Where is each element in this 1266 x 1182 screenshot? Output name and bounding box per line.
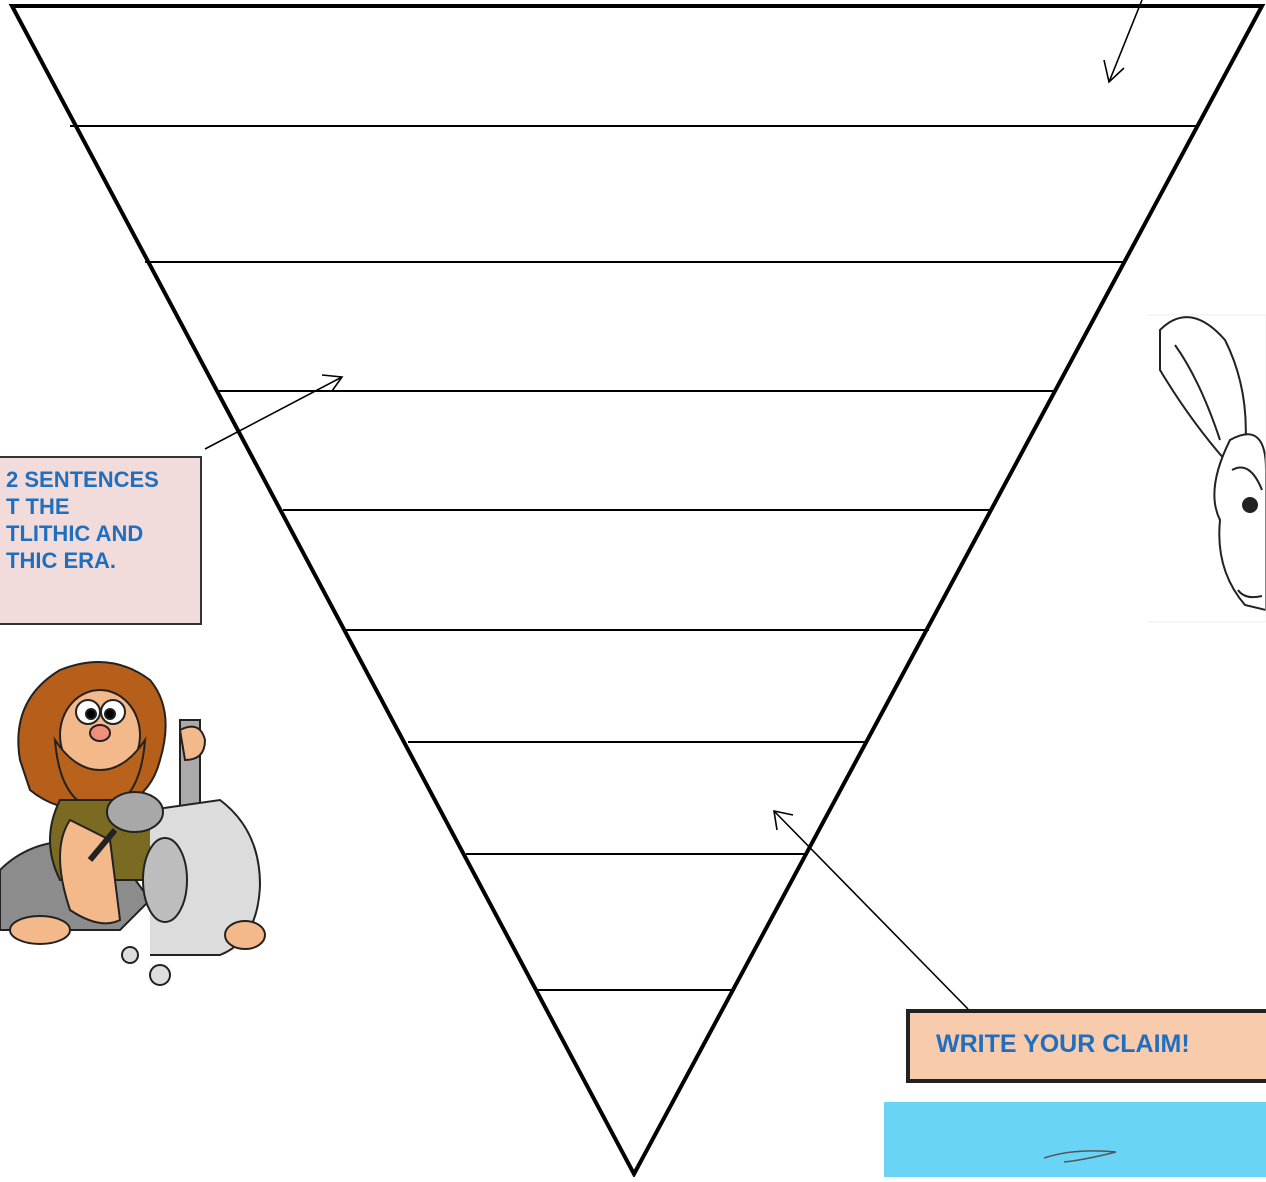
left-note-line: 2 SENTENCES bbox=[6, 467, 159, 492]
arrow-icon bbox=[773, 809, 969, 1010]
claim-instruction-box: WRITE YOUR CLAIM! bbox=[906, 1009, 1266, 1083]
writing-lines bbox=[70, 125, 1198, 991]
squiggle-mark bbox=[1043, 1150, 1117, 1163]
left-instruction-box: 2 SENTENCES T THE TLITHIC AND THIC ERA. bbox=[0, 456, 202, 625]
triangle-outline bbox=[8, 3, 1266, 1177]
left-note-line: T THE bbox=[6, 494, 70, 519]
left-note-line: TLITHIC AND bbox=[6, 521, 144, 546]
blue-panel bbox=[884, 1102, 1266, 1177]
arrow-icon bbox=[204, 374, 344, 450]
claim-label: WRITE YOUR CLAIM! bbox=[936, 1030, 1190, 1058]
left-note-line: THIC ERA. bbox=[6, 548, 116, 573]
arrow-icon bbox=[1103, 0, 1143, 84]
caveman-chiseling-wheel-illustration bbox=[0, 661, 266, 986]
caveman-with-club-illustration bbox=[1148, 314, 1266, 623]
